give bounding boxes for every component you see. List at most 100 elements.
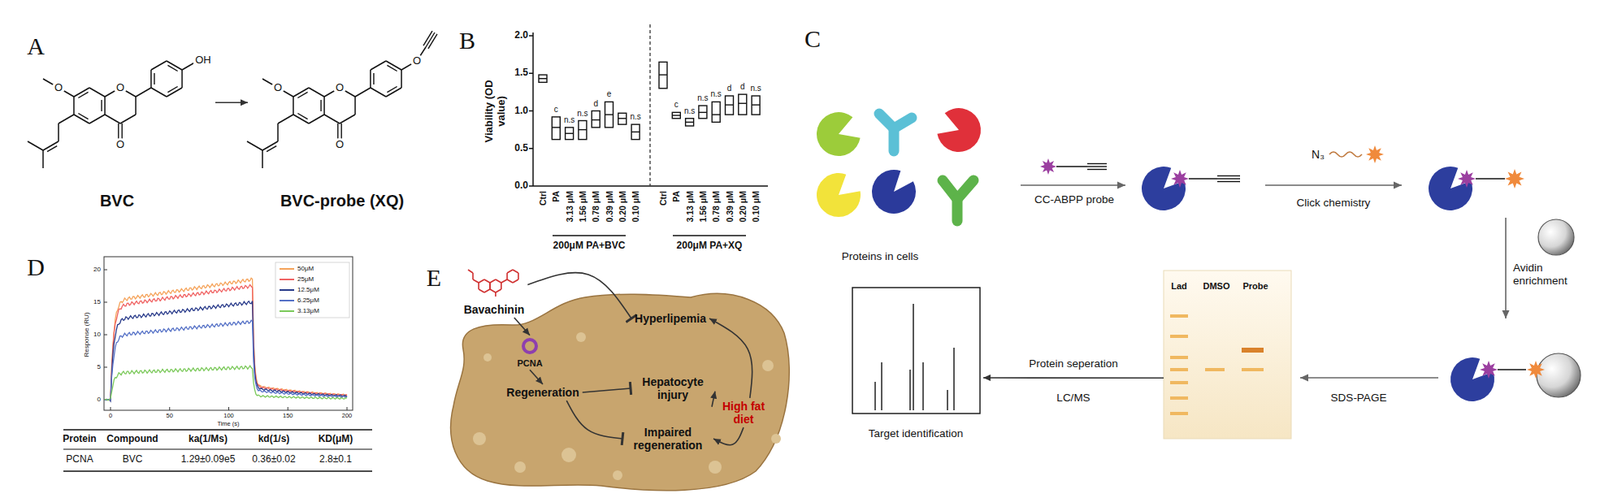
bond [58,114,74,124]
axis-tick [104,302,108,304]
bond [468,269,473,274]
protein-shape [888,128,900,152]
step-label: Click chemistry [1296,196,1371,210]
linker [1056,165,1088,167]
bond [1217,177,1241,179]
box [725,95,734,115]
bond [423,30,433,46]
bond [400,69,403,88]
axis-tick [110,407,112,411]
category-label: 3.13 μM [685,190,695,223]
tag-star [1040,158,1057,175]
bond [324,114,340,124]
label-patch [333,138,347,152]
connector [709,318,753,399]
axis-tick [528,34,534,37]
label-patch [113,138,127,152]
linker [1188,177,1218,179]
legend-swatch [279,310,295,313]
axis-tick-label: 1.0 [514,105,529,118]
significance-mark: d [740,82,746,92]
gel-image: LadDMSOProbe [1163,270,1292,439]
median-line [738,103,747,105]
category-label: 0.39 μM [724,190,734,223]
bond [104,114,121,124]
process-label: Regeneration [502,384,582,401]
spectrum-peak [909,369,911,411]
double-bond [153,73,155,85]
bond [494,292,497,297]
axis-tick [528,185,534,187]
axis-tick-label: 100 [223,412,235,421]
workflow-illustration [816,108,1581,439]
double-bond [167,86,178,93]
median-line [659,73,668,75]
process-arrow [1020,184,1126,187]
bond [489,282,491,290]
bond [292,96,295,115]
panel-letter: D [26,253,45,282]
sensorgram [63,256,373,472]
label-patch [193,52,213,68]
node-text: PCNA [516,358,543,369]
significance-mark: n.s [629,112,641,122]
response-curve [104,365,347,400]
node-text: DMSO [1203,281,1231,292]
node-text: Regeneration [506,385,579,399]
protein-node: PCNA [513,335,546,371]
bond [477,282,480,290]
connector [527,273,632,319]
double-bond [386,86,397,93]
double-bond [297,91,308,98]
category-label: 1.56 μM [577,190,588,223]
median-line [631,131,640,133]
compound-structure: BVC-probe (XQ) [247,65,439,216]
median-line [618,117,627,119]
label-patch [113,81,127,95]
step-label: SDS-PAGE [1331,391,1388,405]
category-label: 0.78 μM [590,190,601,223]
axis-tick-label: 2.0 [514,30,529,42]
double-bond [386,65,397,71]
node-text: Hepatocyte injury [633,375,712,402]
gel-band [1205,368,1225,372]
bond [354,96,356,115]
axis-tick-label: 0 [97,395,101,404]
bond [104,96,106,115]
table-header: ka(1/Ms) [188,433,228,446]
axis-tick [287,407,289,411]
double-bond [78,113,88,120]
bond [1087,165,1107,167]
atom-label: O [273,82,282,95]
bond [341,123,343,139]
bond [339,114,356,124]
liver-texture [771,433,781,444]
box [751,95,760,115]
atom-label: O [116,82,125,95]
box [711,101,720,122]
significance-mark: n.s [576,108,588,119]
bond [121,123,122,139]
table-rule [63,449,373,451]
table-rule [63,429,373,431]
bond [73,96,75,115]
panel-letter: E [426,264,442,293]
axis-tick [528,147,534,150]
connector [582,388,631,393]
category-label: PA [671,190,681,203]
gel-band [1241,368,1264,372]
bond [151,60,167,70]
box-plot [528,24,768,236]
bond [355,87,371,97]
tag-star [1457,169,1476,188]
category-label: 0.78 μM [711,190,721,223]
median-line [672,114,681,116]
significance-mark: n.s [750,83,761,94]
axis-tick-label: 0.0 [514,180,529,192]
avidin-bead [1538,219,1574,256]
bond [277,114,294,124]
connector [713,427,744,446]
atom-label: O [335,82,344,95]
axis-tick [169,407,170,411]
